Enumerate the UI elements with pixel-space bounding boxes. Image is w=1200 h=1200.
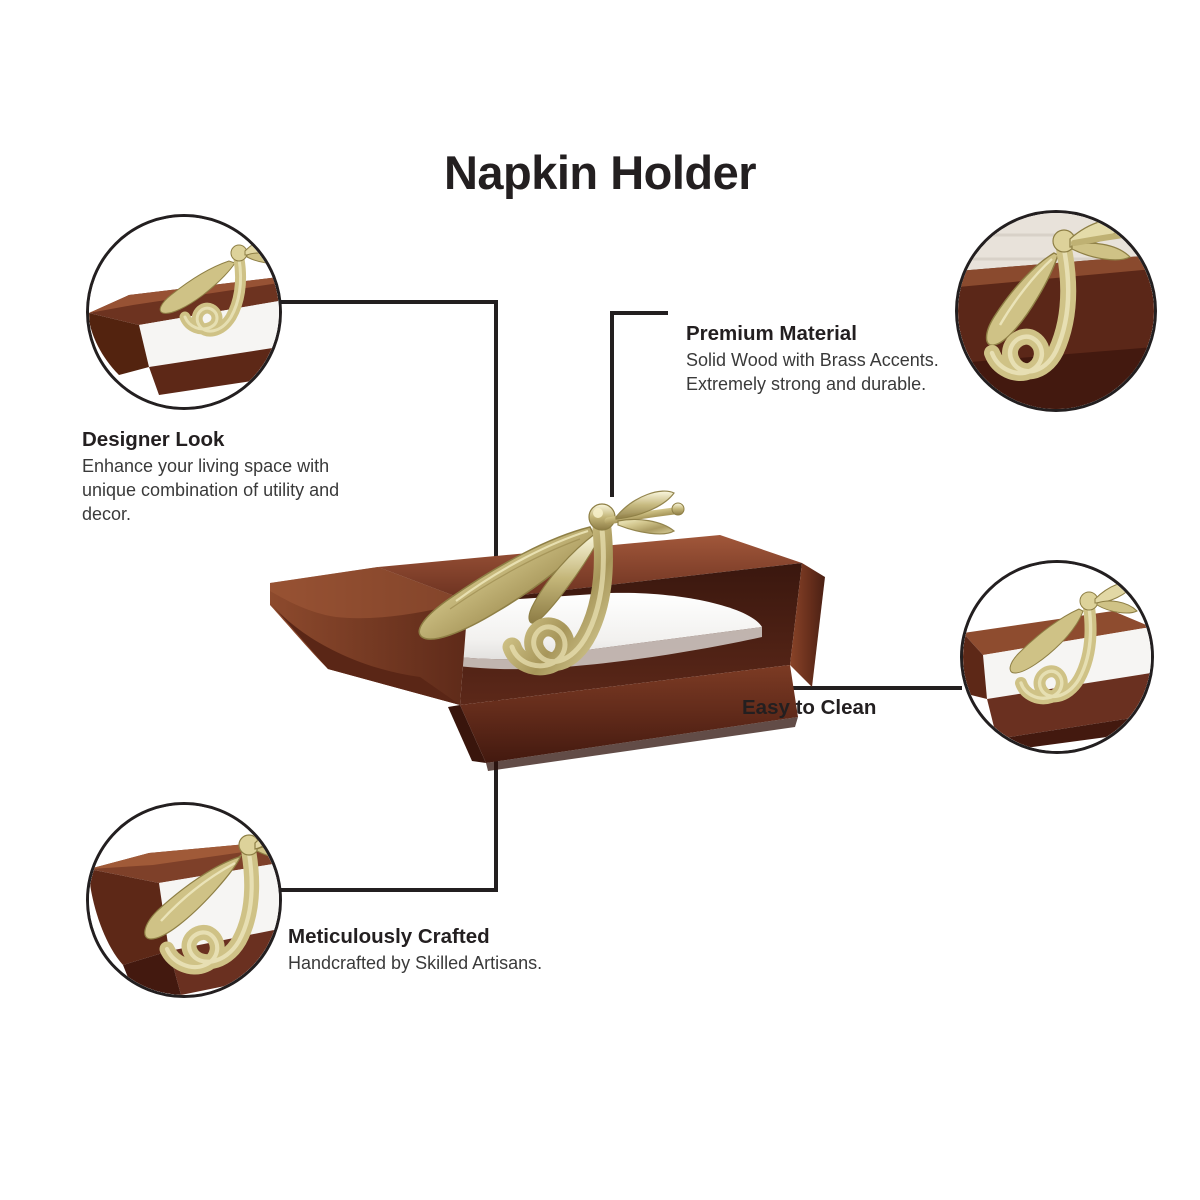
callout-circle-premium-material	[955, 210, 1157, 412]
callout-circle-designer-look	[86, 214, 282, 410]
feature-meticulously-crafted: Meticulously Crafted Handcrafted by Skil…	[288, 925, 688, 976]
premium-material-closeup	[958, 213, 1154, 409]
easy-to-clean-closeup	[963, 563, 1151, 751]
feature-premium-material: Premium Material Solid Wood with Brass A…	[686, 322, 954, 397]
meticulously-crafted-closeup	[89, 805, 279, 995]
brass-ornament	[418, 490, 685, 676]
feature-premium-material-title: Premium Material	[686, 322, 857, 345]
feature-meticulously-crafted-title: Meticulously Crafted	[288, 925, 490, 948]
feature-premium-material-desc: Solid Wood with Brass Accents. Extremely…	[686, 350, 939, 394]
callout-circle-easy-to-clean	[960, 560, 1154, 754]
feature-designer-look-title: Designer Look	[82, 428, 225, 451]
page-title: Napkin Holder	[443, 146, 757, 199]
feature-designer-look-desc: Enhance your living space with unique co…	[82, 456, 340, 524]
callout-circle-meticulously-crafted	[86, 802, 282, 998]
designer-look-closeup	[89, 217, 279, 407]
product-main-image	[250, 455, 850, 785]
feature-meticulously-crafted-desc: Handcrafted by Skilled Artisans.	[288, 953, 543, 973]
napkin-holder-illustration	[270, 490, 825, 771]
feature-easy-to-clean-title: Easy to Clean	[742, 696, 877, 719]
feature-designer-look: Designer Look Enhance your living space …	[82, 428, 358, 526]
